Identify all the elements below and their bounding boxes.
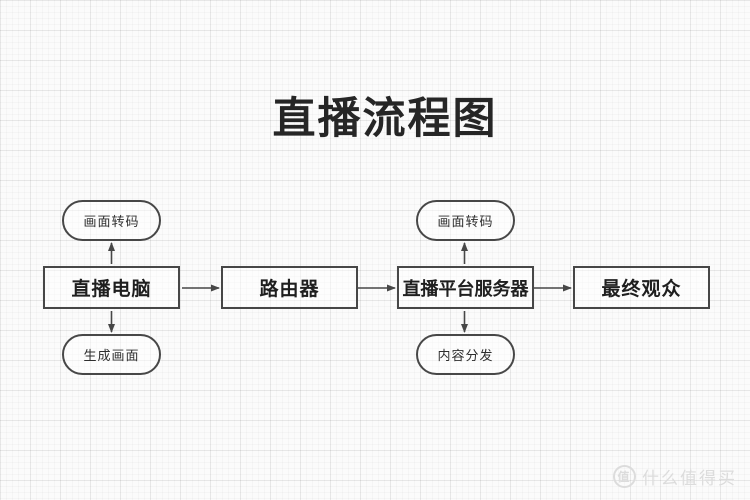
node-transcode-left: 画面转码	[62, 200, 161, 241]
node-platform-server: 直播平台服务器	[397, 266, 534, 309]
node-content-distribution: 内容分发	[416, 334, 515, 375]
node-router: 路由器	[221, 266, 358, 309]
node-final-audience: 最终观众	[573, 266, 710, 309]
watermark-text: 什么值得买	[642, 469, 737, 488]
node-generate-frame: 生成画面	[62, 334, 161, 375]
watermark: 值 什么值得买	[613, 464, 737, 489]
page-title: 直播流程图	[272, 95, 498, 143]
watermark-badge-icon: 值	[613, 465, 636, 488]
node-live-computer: 直播电脑	[43, 266, 180, 309]
node-transcode-right: 画面转码	[416, 200, 515, 241]
